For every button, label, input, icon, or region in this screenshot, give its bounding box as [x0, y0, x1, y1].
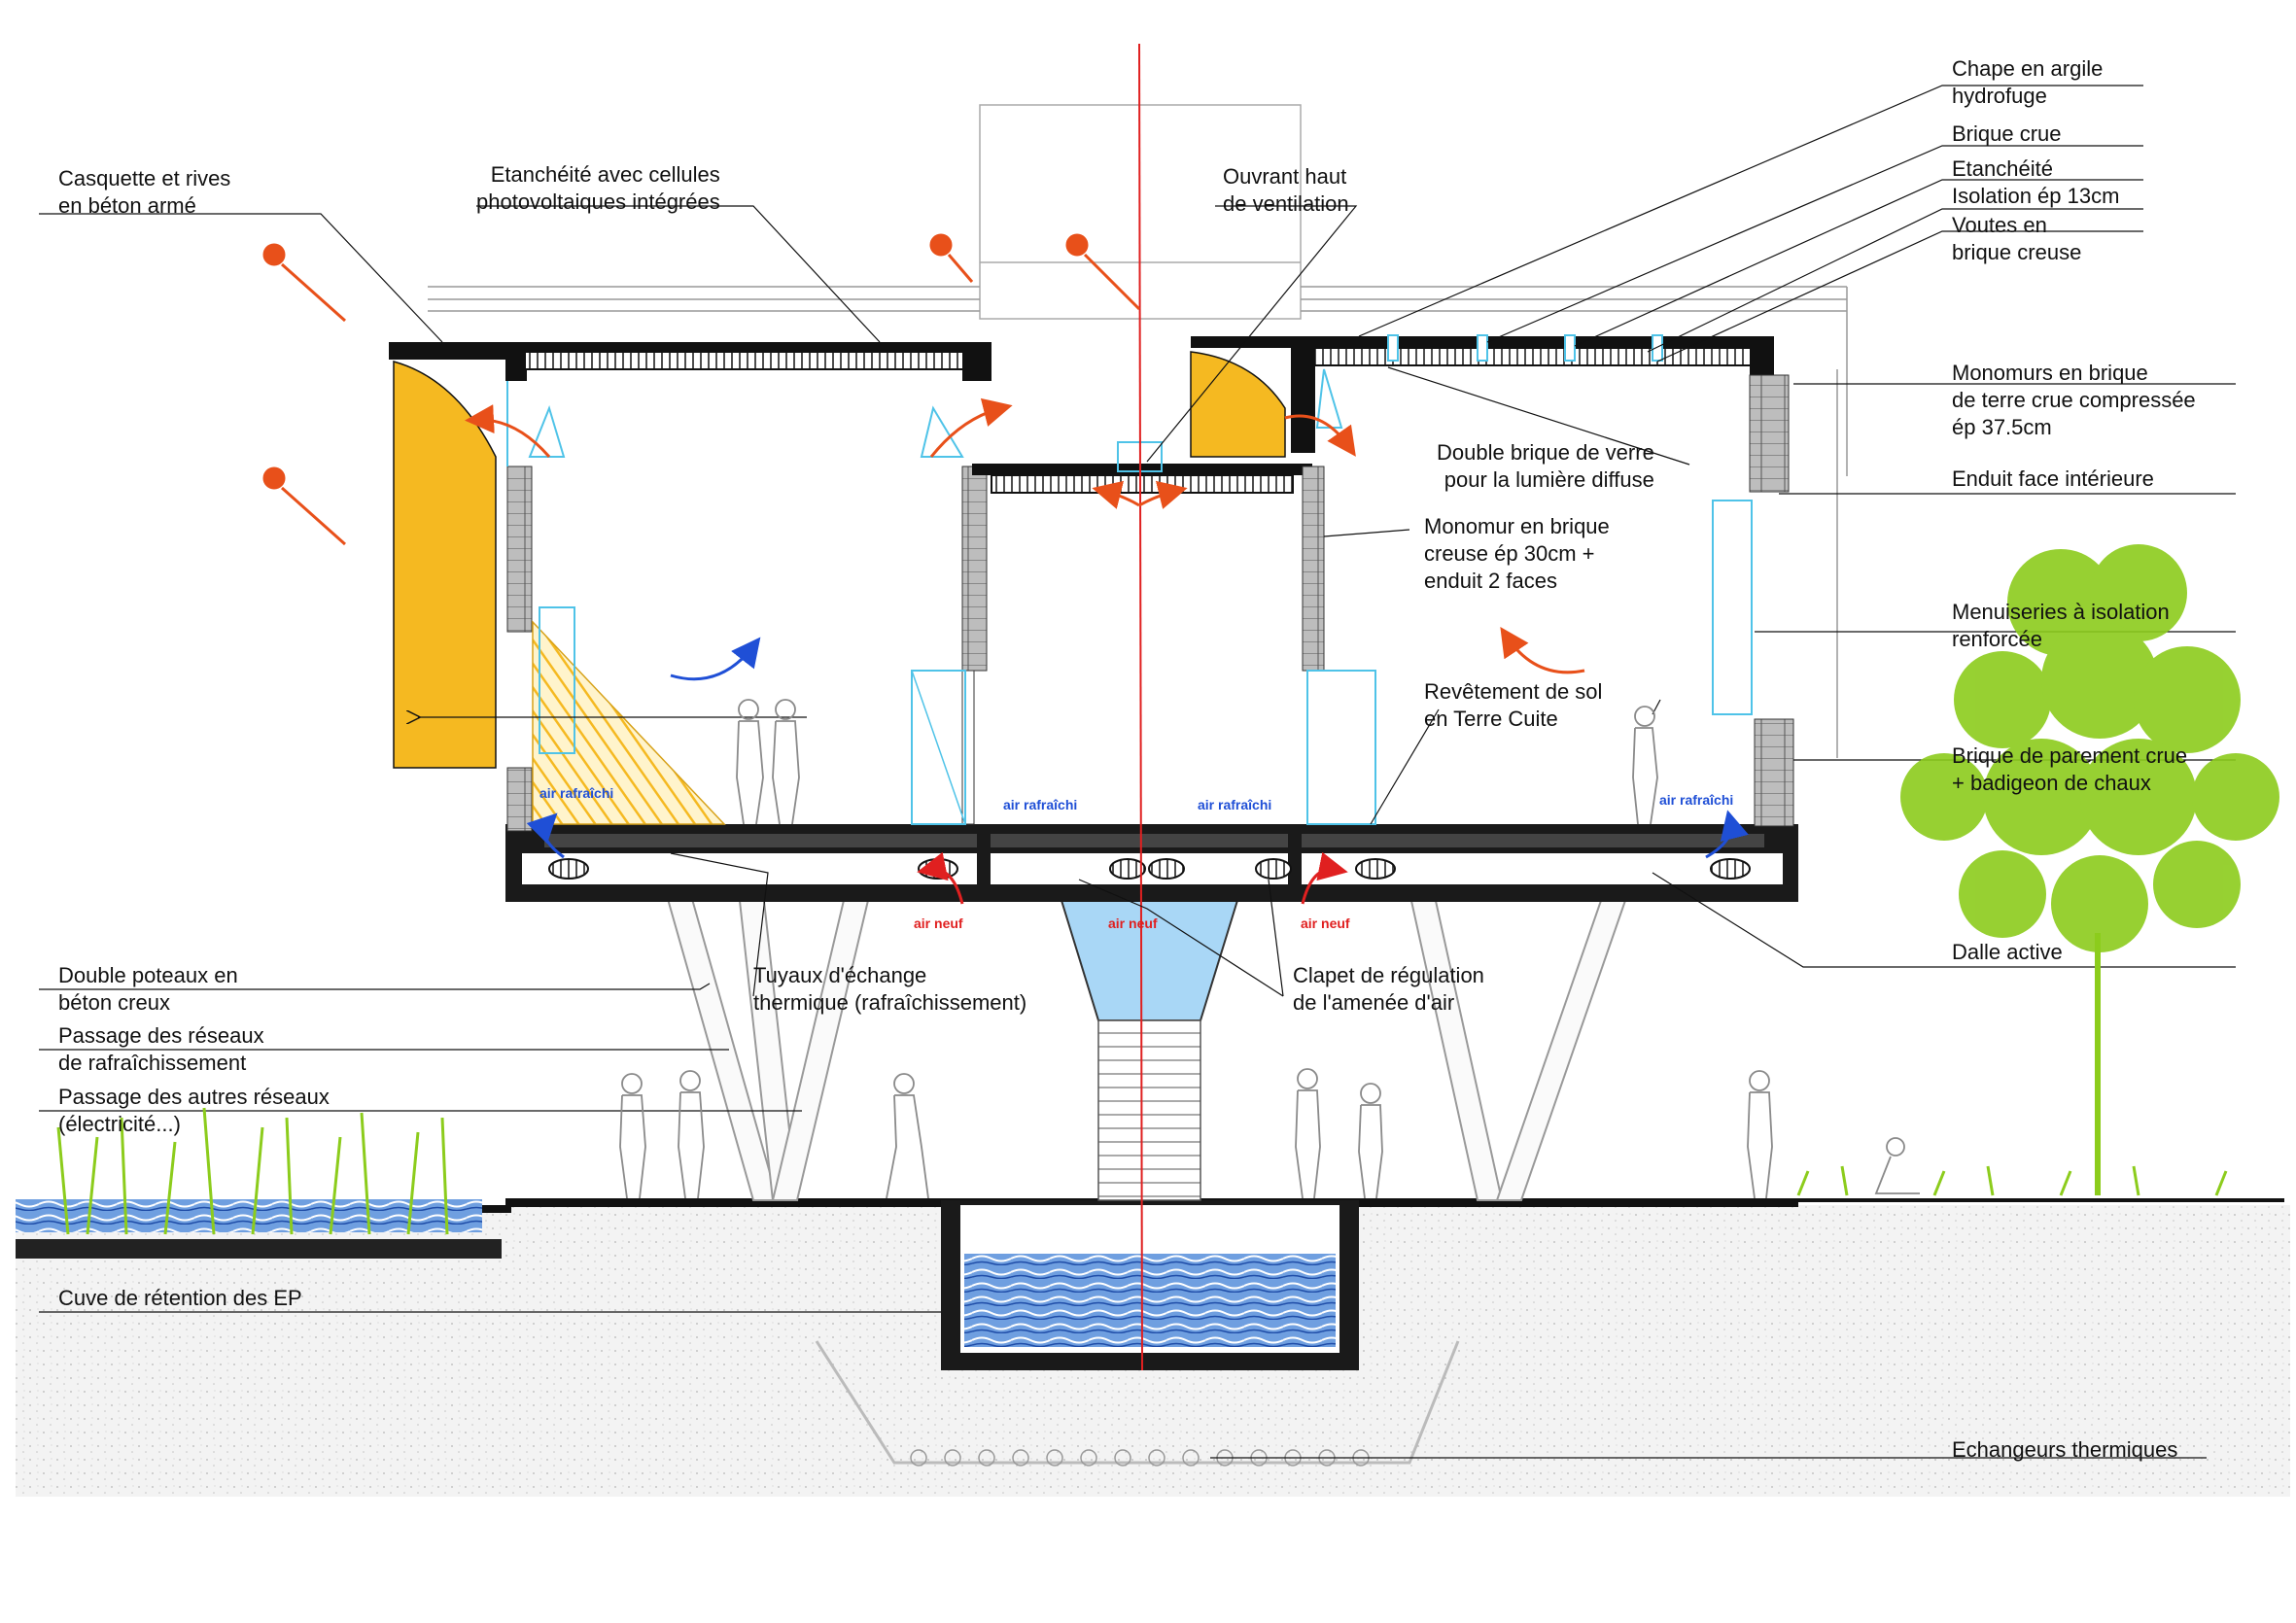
label-etancheite: Etanchéité [1952, 156, 2053, 181]
label-cuve: Cuve de rétention des EP [58, 1286, 302, 1310]
label-monomurs-terre: Monomurs en brique de terre crue compres… [1952, 361, 2196, 439]
label-parement: Brique de parement crue + badigeon de ch… [1952, 743, 2188, 795]
label-enduit: Enduit face intérieure [1952, 466, 2154, 491]
label-chape: Chape en argile hydrofuge [1952, 56, 2104, 108]
double-columns [664, 891, 1630, 1201]
label-monomur-creuse: Monomur en brique creuse ép 30cm + endui… [1424, 514, 1610, 593]
label-menuiseries: Menuiseries à isolation renforcée [1952, 600, 2170, 651]
label-voutes: Voutes en brique creuse [1952, 213, 2082, 264]
left-volume [389, 342, 991, 832]
flow-label-air-rafraichi-3: air rafraîchi [1198, 797, 1272, 812]
label-reseaux-autres: Passage des autres réseaux (électricité.… [58, 1085, 330, 1136]
flow-label-air-rafraichi-1: air rafraîchi [539, 785, 614, 801]
leader-lines [39, 85, 2236, 1459]
label-reseaux-rafraichissement: Passage des réseaux de rafraîchissement [58, 1023, 264, 1075]
flow-label-air-neuf-2: air neuf [1108, 915, 1158, 931]
active-slab [505, 824, 1798, 902]
label-clapet: Clapet de régulation de l'amenée d'air [1293, 963, 1484, 1015]
label-etancheite-pv: Etanchéité avec cellules photovoltaiques… [476, 162, 720, 214]
tree [1900, 544, 2279, 1195]
label-casquette: Casquette et rives en béton armé [58, 166, 231, 218]
label-poteaux: Double poteaux en béton creux [58, 963, 238, 1015]
flow-label-air-neuf-3: air neuf [1301, 915, 1350, 931]
label-brique-crue: Brique crue [1952, 121, 2062, 146]
flow-label-air-rafraichi-4: air rafraîchi [1659, 792, 1734, 808]
thermal-exchangers [815, 1340, 1460, 1467]
rainwater-tank [941, 1200, 1359, 1370]
label-tuyaux: Tuyaux d'échange thermique (rafraîchisse… [753, 963, 1027, 1015]
central-stair-funnel [1058, 893, 1241, 1201]
label-double-brique: Double brique de verre pour la lumière d… [1437, 440, 1654, 492]
flow-label-air-rafraichi-2: air rafraîchi [1003, 797, 1078, 812]
ventilation-axis [1138, 43, 1143, 1371]
right-volume [1190, 334, 1794, 827]
air-flow-arrows [465, 397, 1749, 905]
people-silhouettes [619, 699, 1920, 1199]
label-dalle: Dalle active [1952, 940, 2063, 964]
label-revetement: Revêtement de sol en Terre Cuite [1424, 679, 1603, 731]
flow-label-air-neuf-1: air neuf [914, 915, 963, 931]
label-ouvrant: Ouvrant haut de ventilation [1223, 164, 1349, 216]
solar-shade-right [1190, 351, 1286, 458]
pond-water [16, 1199, 482, 1232]
label-isolation: Isolation ép 13cm [1952, 184, 2120, 208]
central-volume [972, 441, 1312, 494]
label-echangeurs: Echangeurs thermiques [1952, 1437, 2178, 1462]
grass [56, 1107, 2228, 1235]
sun-icon [262, 233, 1141, 546]
solar-shade [393, 361, 497, 769]
